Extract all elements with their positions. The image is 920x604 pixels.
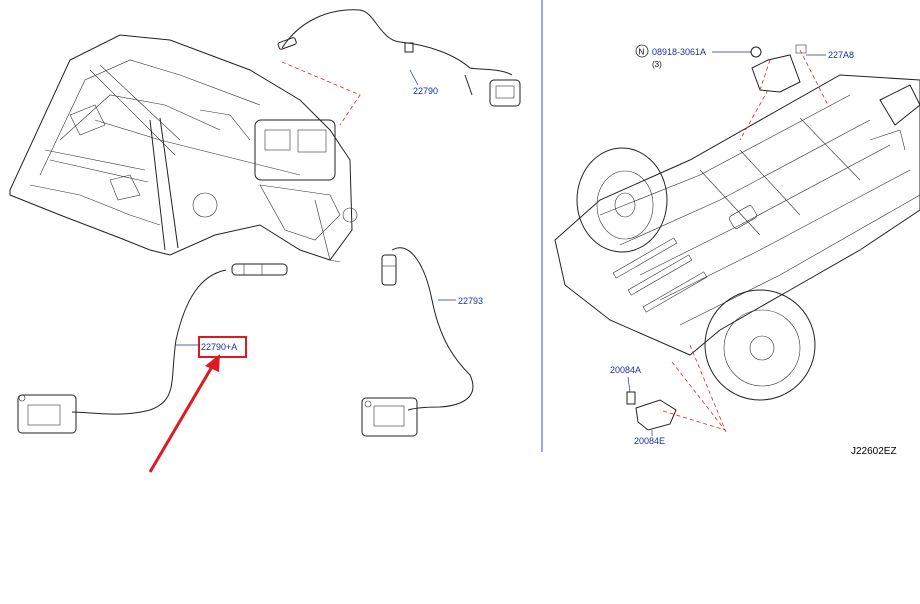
label-20084e[interactable]: 20084E [634,436,665,446]
underbody-illustration [554,44,920,431]
label-08918-3061a[interactable]: 08918-3061A [652,47,706,57]
label-22793[interactable]: 22793 [458,296,483,306]
label-22790[interactable]: 22790 [413,86,438,96]
label-nut-qty: (3) [652,60,662,69]
label-22790-plus-a[interactable]: 22790+A [201,342,237,352]
nut-symbol-circle [635,44,649,58]
red-pointer-arrow [148,354,220,473]
nut-symbol: N [639,48,645,57]
diagram-code: J22602EZ [851,446,897,457]
highlight-box [198,336,247,358]
sensor-22793 [361,247,474,437]
engine-bay-illustration [9,34,358,263]
sensor-22790 [277,9,521,107]
label-20084a[interactable]: 20084A [610,365,641,375]
sensor-22790-plus-a [17,263,288,434]
label-227a8[interactable]: 227A8 [828,50,854,60]
